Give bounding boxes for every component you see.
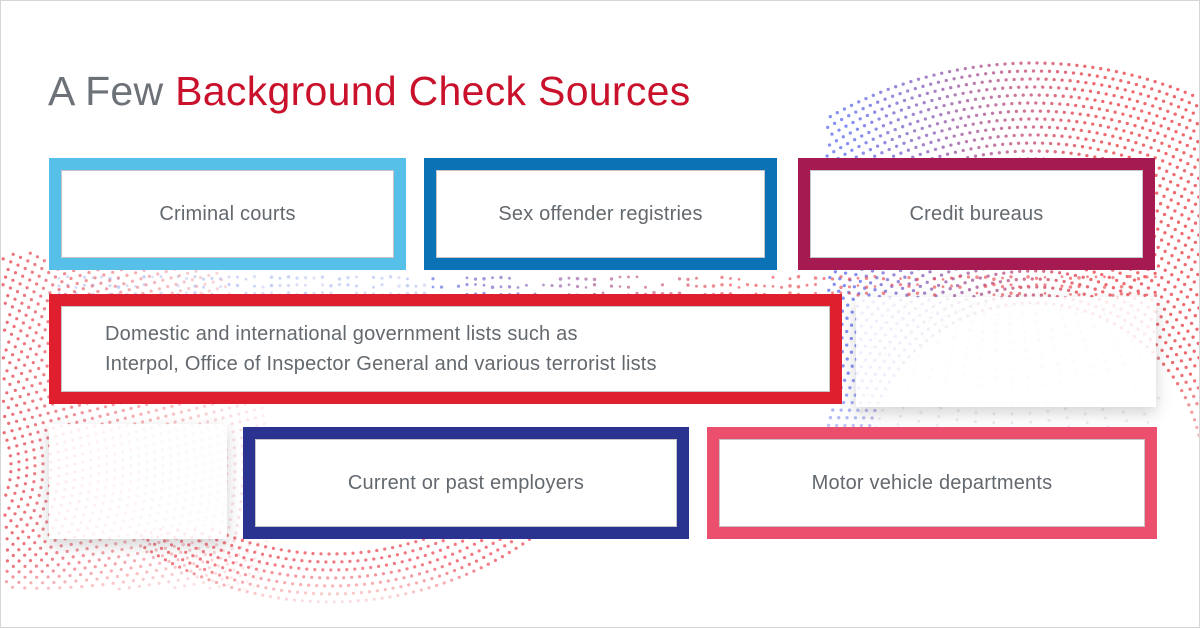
page-title-highlight: Background Check Sources <box>175 68 691 115</box>
source-box-credit-bureaus: Credit bureaus <box>798 158 1155 270</box>
source-box-motor-vehicle: Motor vehicle departments <box>707 427 1157 539</box>
source-label: Motor vehicle departments <box>811 472 1053 494</box>
source-label: Credit bureaus <box>909 203 1044 225</box>
source-label: Domestic and international government li… <box>105 323 657 375</box>
source-box-employers: Current or past employers <box>243 427 689 539</box>
page-title: A Few Background Check Sources <box>48 68 691 115</box>
source-box-criminal-courts: Criminal courts <box>49 158 406 270</box>
source-box-sex-offender-registries: Sex offender registries <box>424 158 777 270</box>
page-title-prefix: A Few <box>48 68 164 115</box>
background-card-top-right <box>856 297 1156 407</box>
bottom-fade-overlay <box>1 563 1199 627</box>
source-label: Current or past employers <box>347 472 585 494</box>
source-label: Sex offender registries <box>498 203 703 225</box>
source-label: Criminal courts <box>159 203 296 225</box>
background-card-bottom-left <box>49 424 227 539</box>
source-box-government-lists: Domestic and international government li… <box>49 294 842 404</box>
